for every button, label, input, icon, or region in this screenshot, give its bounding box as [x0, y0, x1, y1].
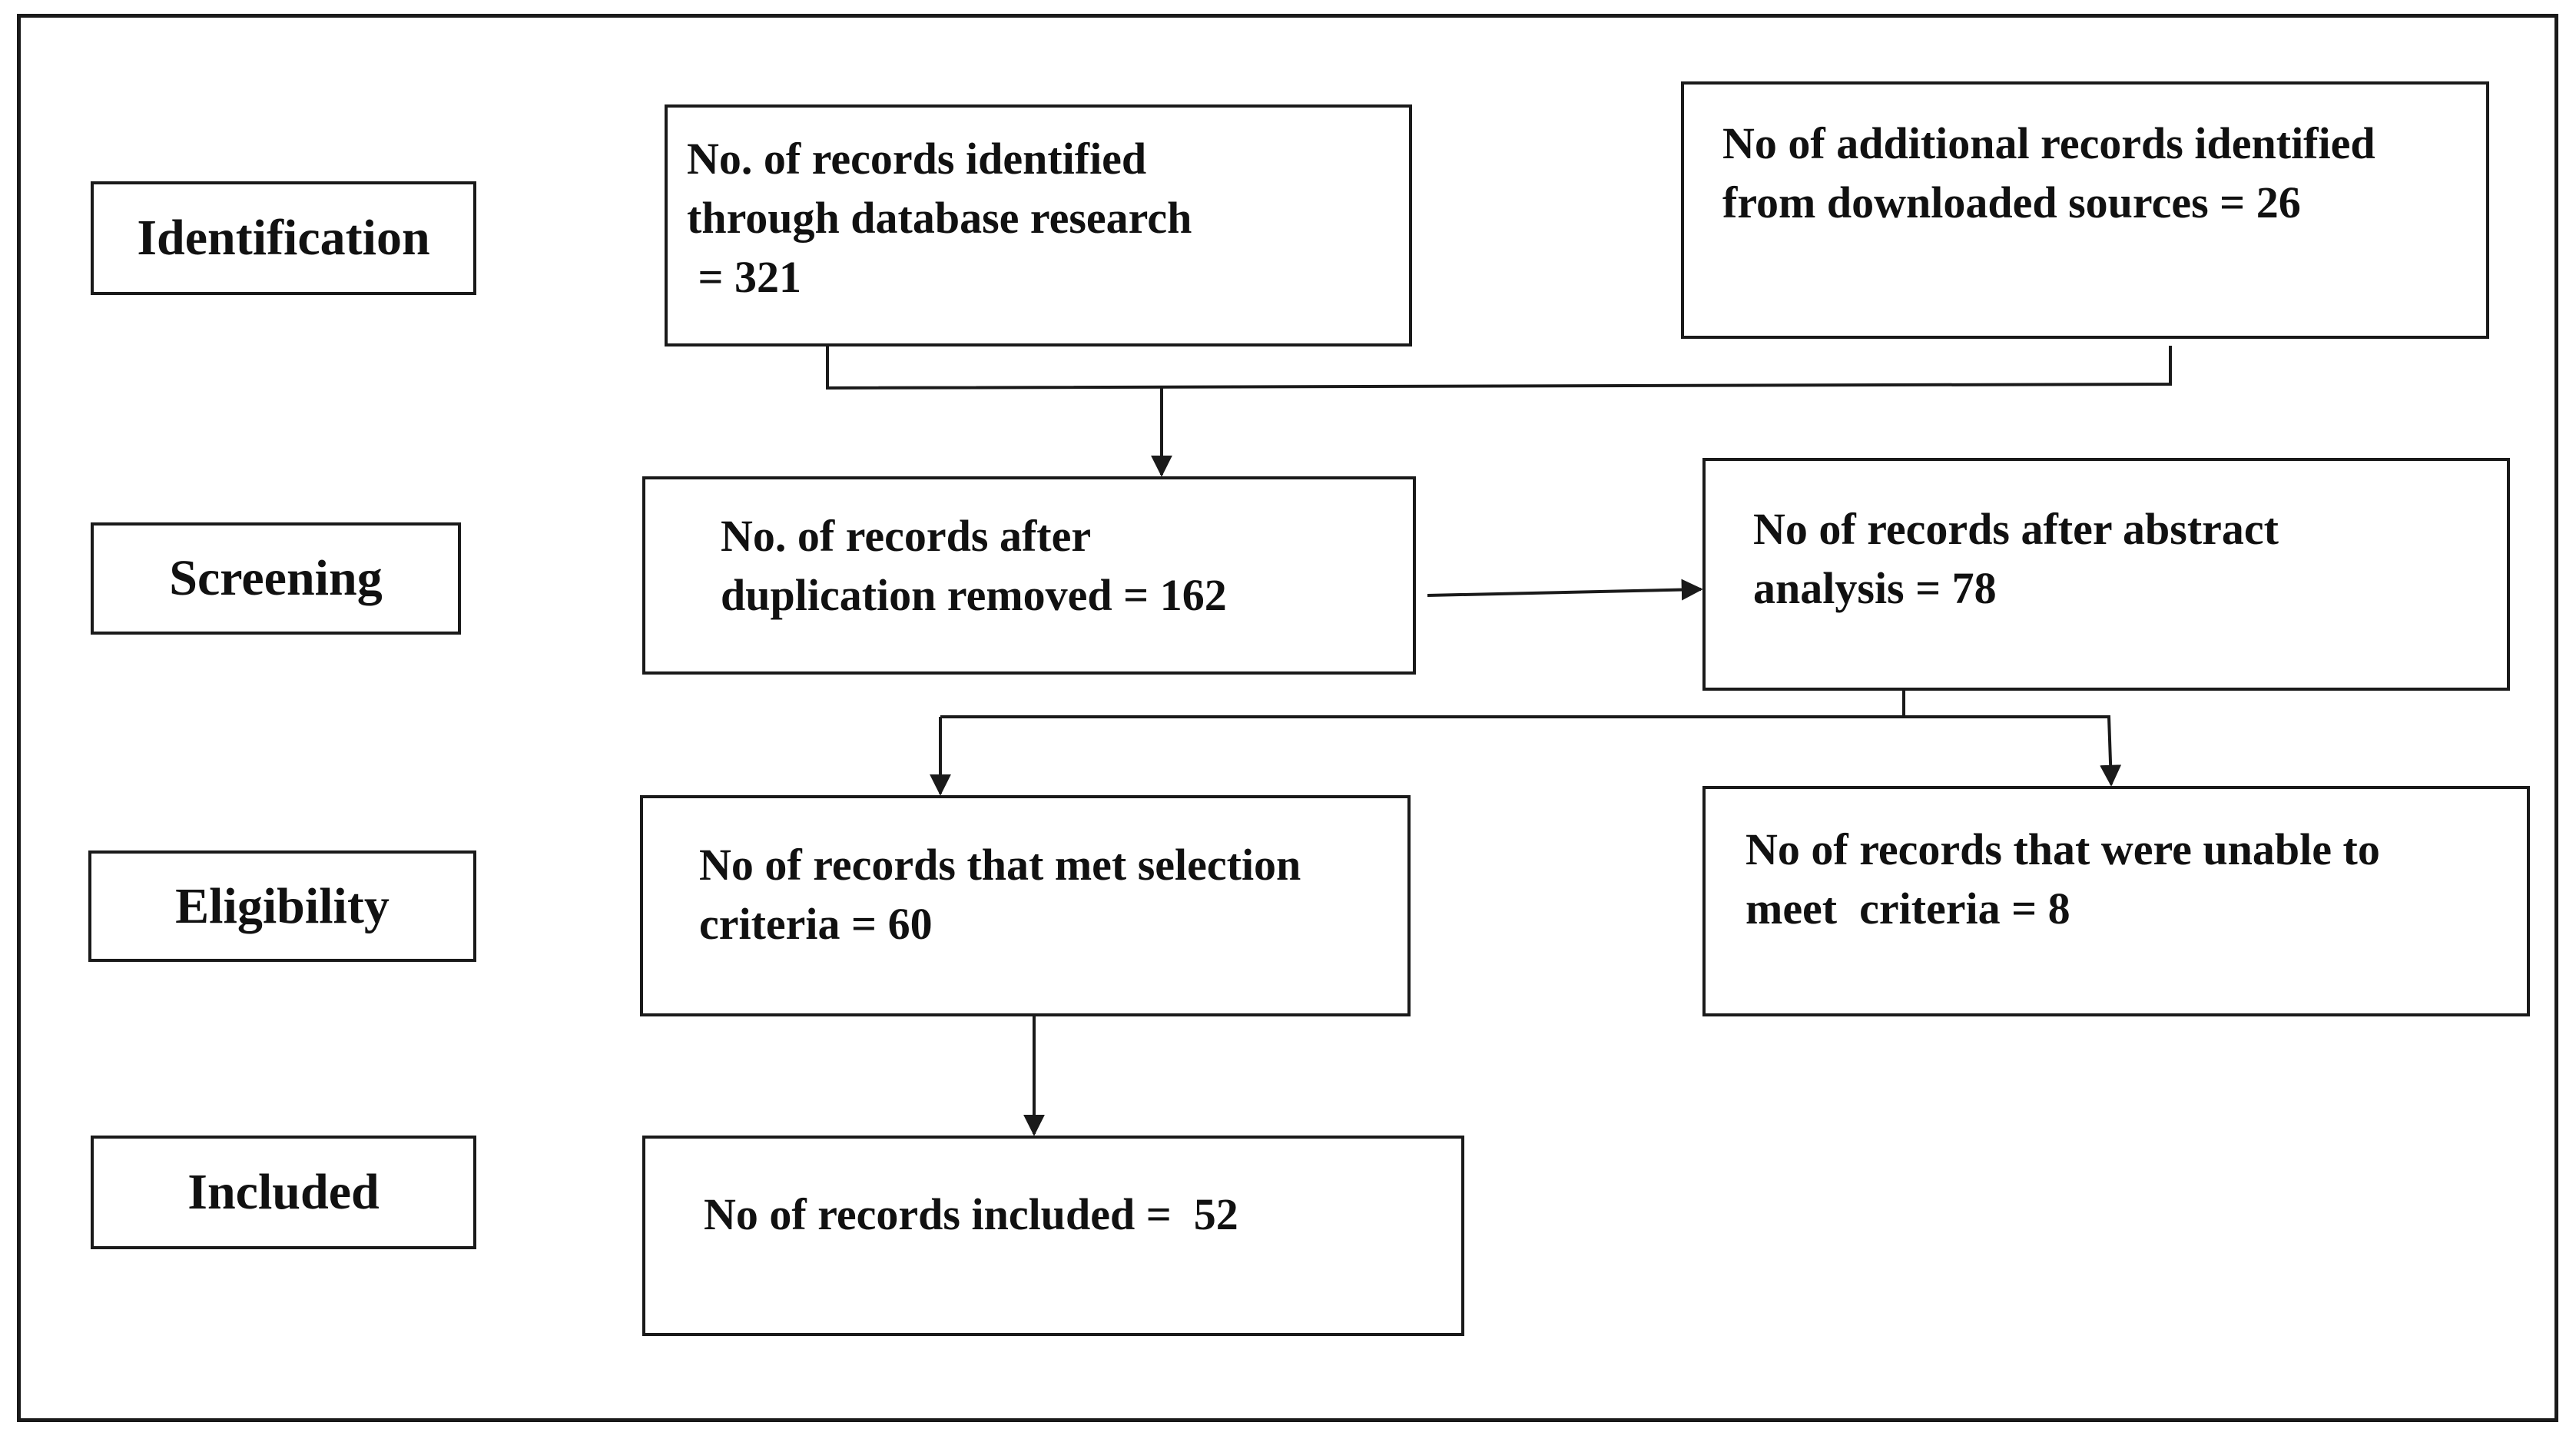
included-text: No of records included = 52	[704, 1189, 1238, 1239]
after-abstract-box: No of records after abstract analysis = …	[1702, 458, 2510, 691]
stage-eligibility-label: Eligibility	[175, 877, 390, 934]
arrow-to-abstract	[1427, 579, 1703, 601]
stage-included-label: Included	[187, 1164, 380, 1220]
unable-criteria-text: No of records that were unable to meet c…	[1746, 824, 2380, 933]
merge-connector	[826, 346, 2172, 390]
after-deduplication-text: No. of records after duplication removed…	[721, 511, 1227, 620]
stage-screening-label: Screening	[169, 550, 383, 606]
unable-criteria-box: No of records that were unable to meet c…	[1702, 786, 2530, 1016]
additional-records-text: No of additional records identified from…	[1722, 118, 2375, 227]
stage-eligibility: Eligibility	[88, 850, 476, 962]
after-deduplication-box: No. of records after duplication removed…	[642, 476, 1416, 675]
diagram-frame	[17, 14, 2558, 1422]
split-connector	[940, 691, 1905, 718]
arrow-to-unable-criteria	[1904, 715, 2122, 787]
stage-identification: Identification	[91, 181, 476, 295]
stage-screening: Screening	[91, 522, 461, 635]
database-records-text: No. of records identified through databa…	[687, 134, 1192, 302]
met-criteria-text: No of records that met selection criteri…	[699, 840, 1301, 949]
met-criteria-box: No of records that met selection criteri…	[640, 795, 1411, 1016]
stage-included: Included	[91, 1136, 476, 1249]
after-abstract-text: No of records after abstract analysis = …	[1753, 504, 2279, 613]
stage-identification-label: Identification	[137, 210, 430, 266]
included-box: No of records included = 52	[642, 1136, 1464, 1336]
database-records-box: No. of records identified through databa…	[665, 104, 1412, 346]
additional-records-box: No of additional records identified from…	[1681, 81, 2489, 339]
